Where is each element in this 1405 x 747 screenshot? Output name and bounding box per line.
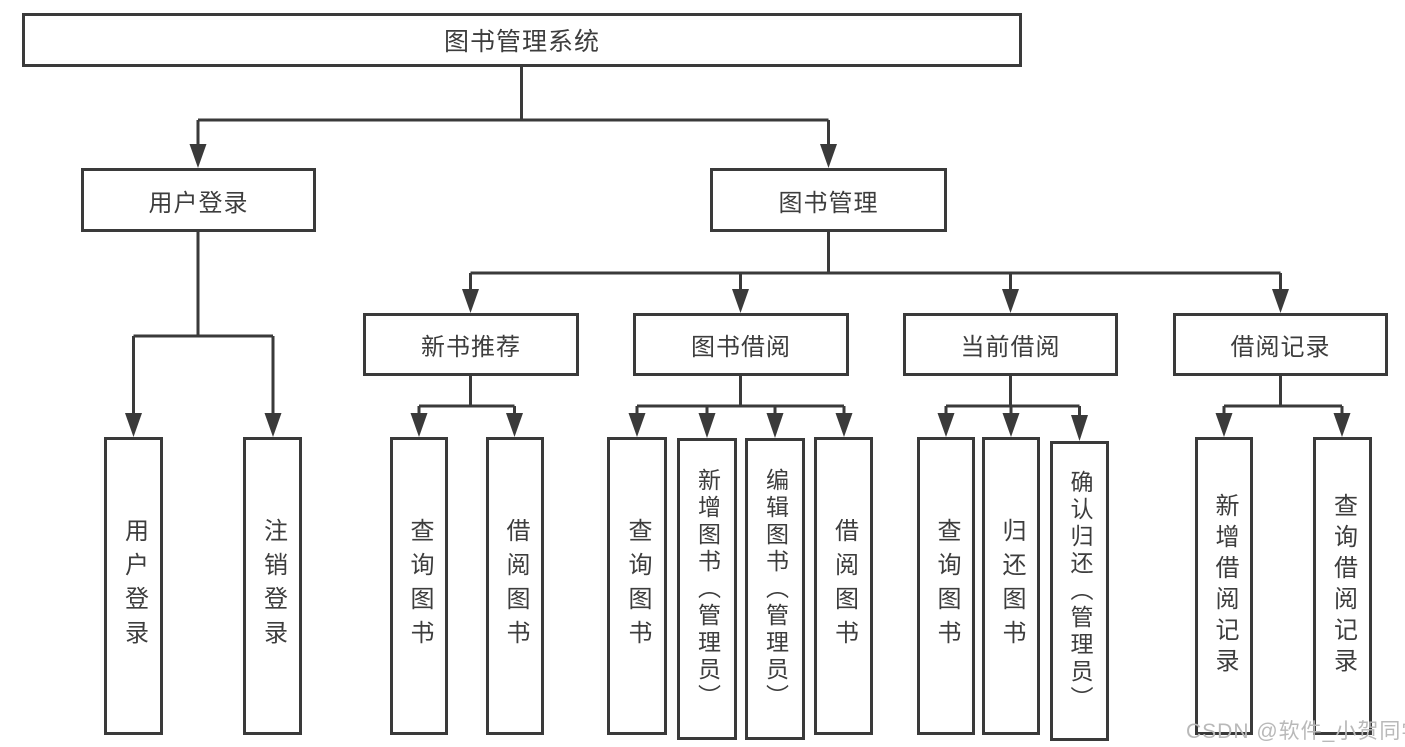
connector-new-book-recommend bbox=[410, 374, 523, 437]
connector-borrowing-records bbox=[1215, 374, 1351, 437]
node-root-label: 图书管理系统 bbox=[443, 28, 600, 56]
node-leaf-query-books-2-label: 查询图书 bbox=[624, 518, 651, 654]
node-leaf-return-books-label: 归还图书 bbox=[998, 518, 1025, 654]
node-leaf-confirm-return-admin: 确认归还（管理员） bbox=[1050, 441, 1109, 741]
node-book-management: 图书管理 bbox=[710, 168, 947, 232]
node-leaf-add-books-admin-label: 新增图书（管理员） bbox=[694, 467, 721, 711]
node-leaf-borrow-books-1-label: 借阅图书 bbox=[502, 518, 529, 654]
node-leaf-add-borrow-record-label: 新增借阅记录 bbox=[1211, 493, 1238, 679]
node-leaf-borrow-books-2-label: 借阅图书 bbox=[830, 518, 858, 654]
node-leaf-edit-books-admin-label: 编辑图书（管理员） bbox=[762, 467, 789, 711]
node-leaf-confirm-return-admin-label: 确认归还（管理员） bbox=[1067, 469, 1093, 713]
node-root: 图书管理系统 bbox=[22, 13, 1022, 67]
node-leaf-edit-books-admin: 编辑图书（管理员） bbox=[745, 438, 805, 740]
connector-book-borrowing bbox=[628, 374, 853, 438]
node-leaf-add-books-admin: 新增图书（管理员） bbox=[677, 438, 737, 740]
connector-book-management bbox=[462, 230, 1289, 313]
node-book-management-label: 图书管理 bbox=[778, 189, 879, 217]
node-book-borrowing-label: 图书借阅 bbox=[691, 334, 791, 361]
node-borrowing-records: 借阅记录 bbox=[1173, 313, 1388, 376]
node-leaf-user-login: 用户登录 bbox=[104, 437, 163, 735]
node-user-login: 用户登录 bbox=[81, 168, 316, 232]
node-leaf-query-books-3: 查询图书 bbox=[917, 437, 975, 735]
node-leaf-add-borrow-record: 新增借阅记录 bbox=[1195, 437, 1253, 735]
node-leaf-borrow-books-1: 借阅图书 bbox=[486, 437, 544, 735]
connector-root bbox=[189, 67, 837, 168]
node-leaf-query-books-3-label: 查询图书 bbox=[933, 518, 960, 654]
node-borrowing-records-label: 借阅记录 bbox=[1230, 334, 1331, 361]
connector-user-login bbox=[125, 230, 282, 437]
node-leaf-query-borrow-record: 查询借阅记录 bbox=[1313, 437, 1372, 735]
node-leaf-borrow-books-2: 借阅图书 bbox=[814, 437, 873, 735]
connector-current-borrowing bbox=[937, 374, 1088, 441]
node-leaf-query-borrow-record-label: 查询借阅记录 bbox=[1329, 493, 1357, 679]
node-leaf-query-books-1-label: 查询图书 bbox=[406, 518, 433, 654]
node-leaf-query-books-2: 查询图书 bbox=[607, 437, 667, 735]
node-user-login-label: 用户登录 bbox=[148, 189, 249, 217]
node-book-borrowing: 图书借阅 bbox=[633, 313, 849, 376]
node-leaf-return-books: 归还图书 bbox=[982, 437, 1040, 735]
node-leaf-query-books-1: 查询图书 bbox=[390, 437, 448, 735]
node-leaf-logout: 注销登录 bbox=[243, 437, 302, 735]
node-new-book-recommend: 新书推荐 bbox=[363, 313, 579, 376]
node-current-borrowing: 当前借阅 bbox=[903, 313, 1118, 376]
node-leaf-logout-label: 注销登录 bbox=[259, 518, 287, 654]
node-new-book-recommend-label: 新书推荐 bbox=[421, 334, 521, 361]
node-current-borrowing-label: 当前借阅 bbox=[960, 334, 1061, 361]
node-leaf-user-login-label: 用户登录 bbox=[120, 518, 148, 654]
csdn-watermark: CSDN @软件_小贺同学 bbox=[1186, 720, 1405, 743]
